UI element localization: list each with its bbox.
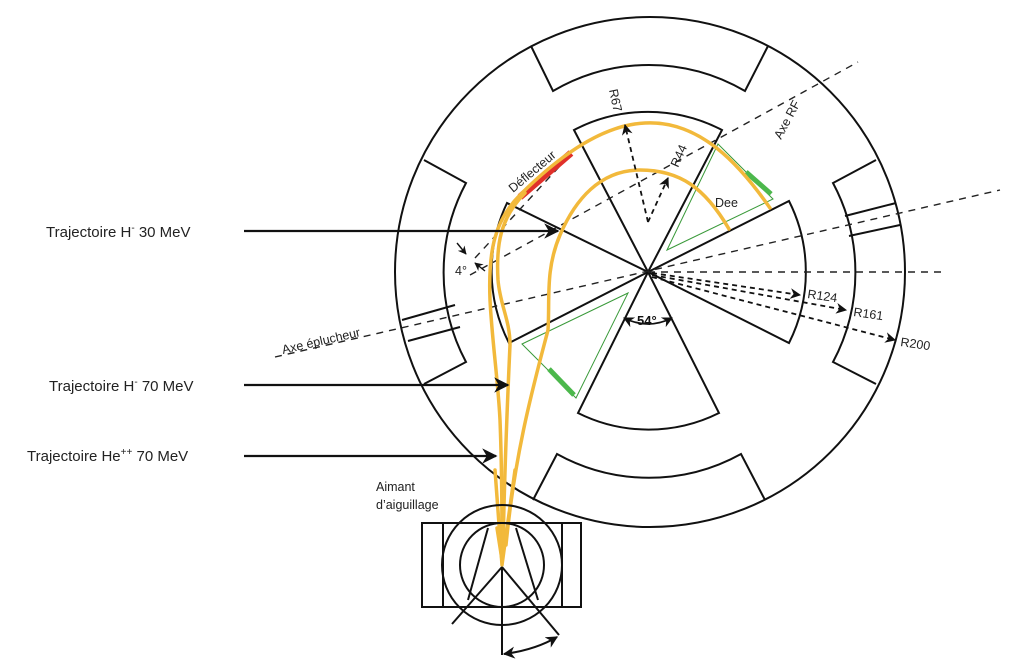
label-aimant: Aimant [376,480,415,494]
dee-upper [665,143,774,252]
label-r200: R200 [900,335,932,353]
radius-arrow-r124 [651,272,802,299]
magnet-beam-core [495,526,509,562]
label-r124: R124 [807,287,839,305]
radius-arrows [621,123,897,343]
yoke-block-right [831,159,877,385]
label-axe-eplucheur: Axe éplucheur [281,325,362,357]
label-trajectoire-h-70: Trajectoire H- 70 MeV [49,377,194,395]
slot-right-lower [848,224,901,237]
trajectory-h-70mev [487,121,772,547]
label-dee: Dee [715,196,738,210]
switching-angle-arrow [502,636,559,659]
dee-upper-probe [744,170,773,196]
beam-trajectories [487,121,772,567]
magnet-line-left [451,566,503,625]
label-aiguillage: d’aiguillage [376,498,439,512]
magnet-line-a [467,527,489,601]
label-r161: R161 [853,305,885,323]
magnet-line-b [515,527,539,601]
yoke-block-bottom [532,452,766,501]
deflector-axis-line [474,154,571,259]
dee-upper-outline [665,143,774,252]
trajectory-convergence [493,468,517,567]
slot-left-upper [401,304,456,321]
yoke-blocks [401,45,901,501]
dee-lower-probe [547,367,576,397]
label-trajectoire-he-70: Trajectoire He++ 70 MeV [27,447,188,465]
axe-eplucheur-line [274,189,1001,358]
radius-arrow-r161 [651,274,848,314]
magnet-line-right [501,566,560,636]
axe-rf-line [469,61,859,276]
label-axe-rf: Axe RF [771,98,803,142]
radius-arrow-r200 [651,276,897,343]
dee-lower [521,291,630,399]
angle-4-arrow-upper [456,242,467,255]
label-trajectoire-h-30: Trajectoire H- 30 MeV [46,223,191,241]
hill-sector-left [490,201,651,345]
deflector-bar [517,150,574,200]
yoke-block-top [530,45,769,93]
hill-sector-bottom [576,269,721,431]
label-r67: R67 [606,88,624,113]
trajectory-he-70mev [495,191,527,550]
label-angle-54: 54° [637,313,657,328]
slot-left-lower [407,326,461,342]
switching-magnet [421,504,582,659]
radius-arrow-r44 [647,177,669,223]
slot-right-upper [844,202,897,217]
hill-sector-top [572,110,724,275]
radius-arrow-r67 [621,123,649,223]
outer-yoke-circle [394,16,906,528]
angle-4-arrow-lower [474,262,486,272]
label-angle-4: 4° [455,264,467,278]
angle-54-arc [623,317,673,328]
yoke-block-left [423,159,468,385]
trajectory-h-30mev [504,168,731,547]
